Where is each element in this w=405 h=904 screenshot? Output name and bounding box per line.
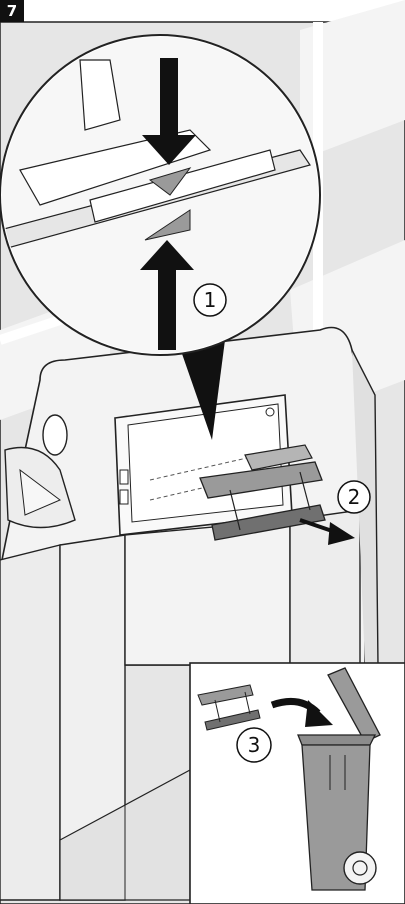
- arrow-down-up-icon: [140, 58, 196, 350]
- callout-2: 2: [337, 480, 371, 514]
- disposal-inset: 3: [189, 662, 405, 904]
- arrow-right-icon: [299, 518, 355, 545]
- step-number-badge: 7: [0, 0, 24, 22]
- callout-1: 1: [193, 283, 227, 317]
- svg-text:3: 3: [248, 733, 261, 757]
- svg-text:2: 2: [348, 485, 361, 509]
- drip-tray-part: [199, 444, 326, 541]
- waste-bin-icon: [297, 667, 381, 891]
- callout-3: 3: [236, 727, 272, 763]
- svg-text:1: 1: [204, 288, 217, 312]
- magnified-detail: [0, 34, 321, 440]
- curved-arrow-icon: [270, 697, 333, 727]
